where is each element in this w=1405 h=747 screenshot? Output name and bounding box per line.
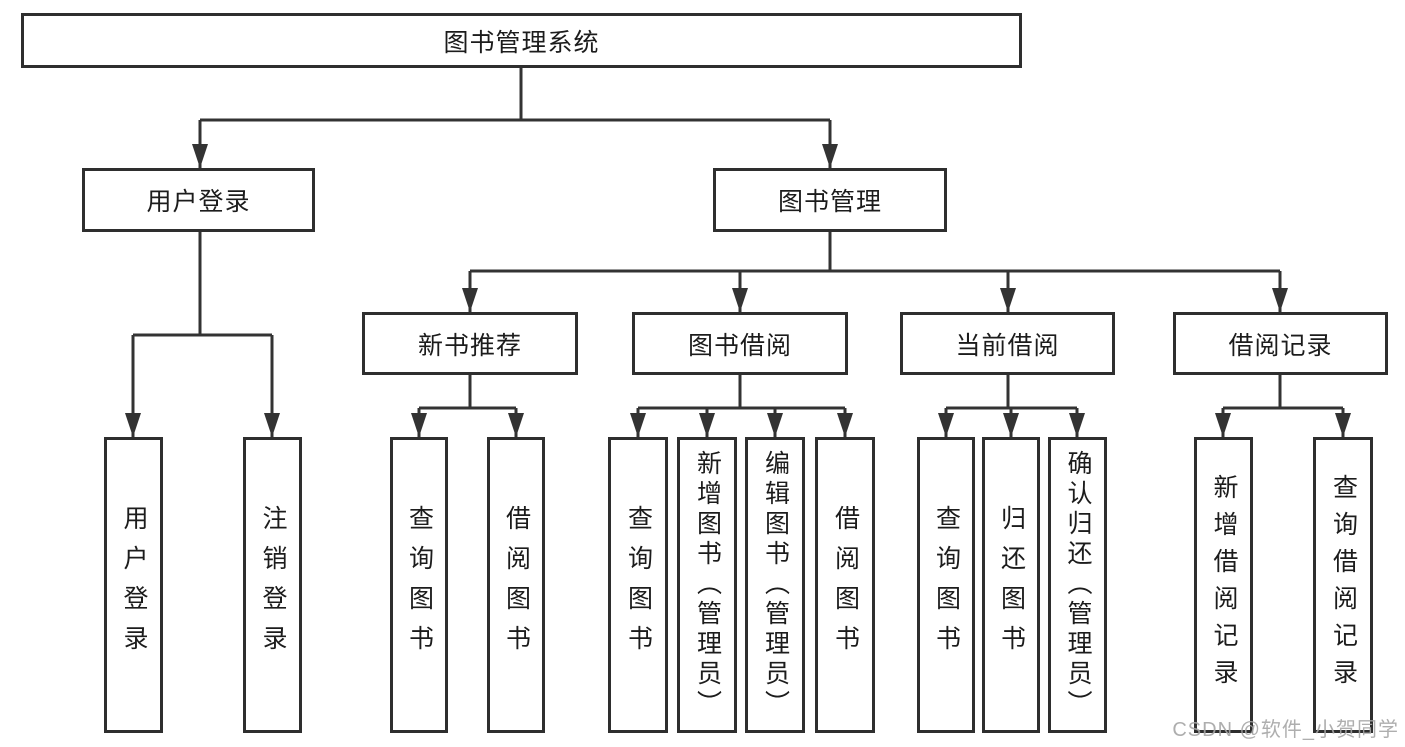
- leaf-cb-query-book-label: 查询图书: [932, 505, 961, 665]
- node-borrow-record: 借阅记录: [1173, 312, 1388, 375]
- leaf-nbr-borrow-book-label: 借阅图书: [502, 505, 531, 665]
- node-user-login: 用户登录: [82, 168, 315, 232]
- leaf-br-add-record-label: 新增借阅记录: [1210, 474, 1238, 696]
- leaf-nbr-query-book-label: 查询图书: [405, 505, 434, 665]
- leaf-nbr-query-book: 查询图书: [390, 437, 448, 733]
- leaf-bb-edit-book: 编辑图书（管理员）: [745, 437, 805, 733]
- leaf-cb-return-book-label: 归还图书: [997, 505, 1026, 665]
- leaf-cb-confirm-return: 确认归还（管理员）: [1048, 437, 1107, 733]
- leaf-br-query-record: 查询借阅记录: [1313, 437, 1373, 733]
- leaf-br-query-record-label: 查询借阅记录: [1329, 474, 1358, 696]
- leaf-cb-confirm-return-label: 确认归还（管理员）: [1064, 450, 1092, 720]
- leaf-user-login-label: 用户登录: [120, 505, 148, 665]
- leaf-nbr-borrow-book: 借阅图书: [487, 437, 545, 733]
- leaf-bb-add-book-label: 新增图书（管理员）: [693, 450, 722, 720]
- leaf-cb-query-book: 查询图书: [917, 437, 975, 733]
- csdn-watermark: CSDN @软件_小贺同学: [1172, 719, 1399, 741]
- leaf-user-login: 用户登录: [104, 437, 163, 733]
- leaf-bb-borrow-book-label: 借阅图书: [831, 505, 860, 665]
- leaf-cb-return-book: 归还图书: [982, 437, 1040, 733]
- leaf-logout-login: 注销登录: [243, 437, 302, 733]
- node-book-management: 图书管理: [713, 168, 947, 232]
- leaf-bb-borrow-book: 借阅图书: [815, 437, 875, 733]
- leaf-bb-edit-book-label: 编辑图书（管理员）: [761, 450, 790, 720]
- node-new-book-recommend: 新书推荐: [362, 312, 578, 375]
- leaf-bb-query-book: 查询图书: [608, 437, 668, 733]
- leaf-logout-login-label: 注销登录: [259, 505, 287, 665]
- node-book-borrow: 图书借阅: [632, 312, 848, 375]
- leaf-bb-add-book: 新增图书（管理员）: [677, 437, 737, 733]
- leaf-br-add-record: 新增借阅记录: [1194, 437, 1253, 733]
- node-root-system: 图书管理系统: [21, 13, 1022, 68]
- node-current-borrow: 当前借阅: [900, 312, 1115, 375]
- leaf-bb-query-book-label: 查询图书: [624, 505, 653, 665]
